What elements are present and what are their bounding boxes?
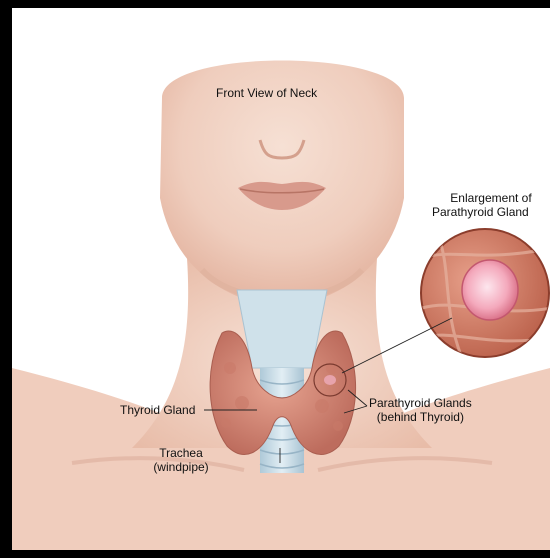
parathyroid-glands-label: Parathyroid Glands (behind Thyroid): [369, 396, 472, 424]
illustration-panel: Front View of Neck Enlargement of Parath…: [12, 8, 550, 550]
parathyroid-label-line2: (behind Thyroid): [369, 410, 472, 424]
enlargement-label-line1: Enlargement of: [432, 191, 550, 205]
inset-magnification: [421, 229, 550, 358]
parathyroid-gland: [324, 375, 336, 385]
parathyroid-label-line1: Parathyroid Glands: [369, 396, 472, 410]
thyroid-gland-label: Thyroid Gland: [120, 403, 195, 417]
diagram-title: Front View of Neck: [216, 86, 317, 100]
trachea-label: Trachea (windpipe): [136, 446, 226, 474]
trachea-label-line2: (windpipe): [136, 460, 226, 474]
enlargement-label-line2: Parathyroid Gland: [432, 205, 550, 219]
larynx: [237, 290, 327, 368]
trachea-label-line1: Trachea: [136, 446, 226, 460]
enlargement-label: Enlargement of Parathyroid Gland: [432, 191, 550, 219]
